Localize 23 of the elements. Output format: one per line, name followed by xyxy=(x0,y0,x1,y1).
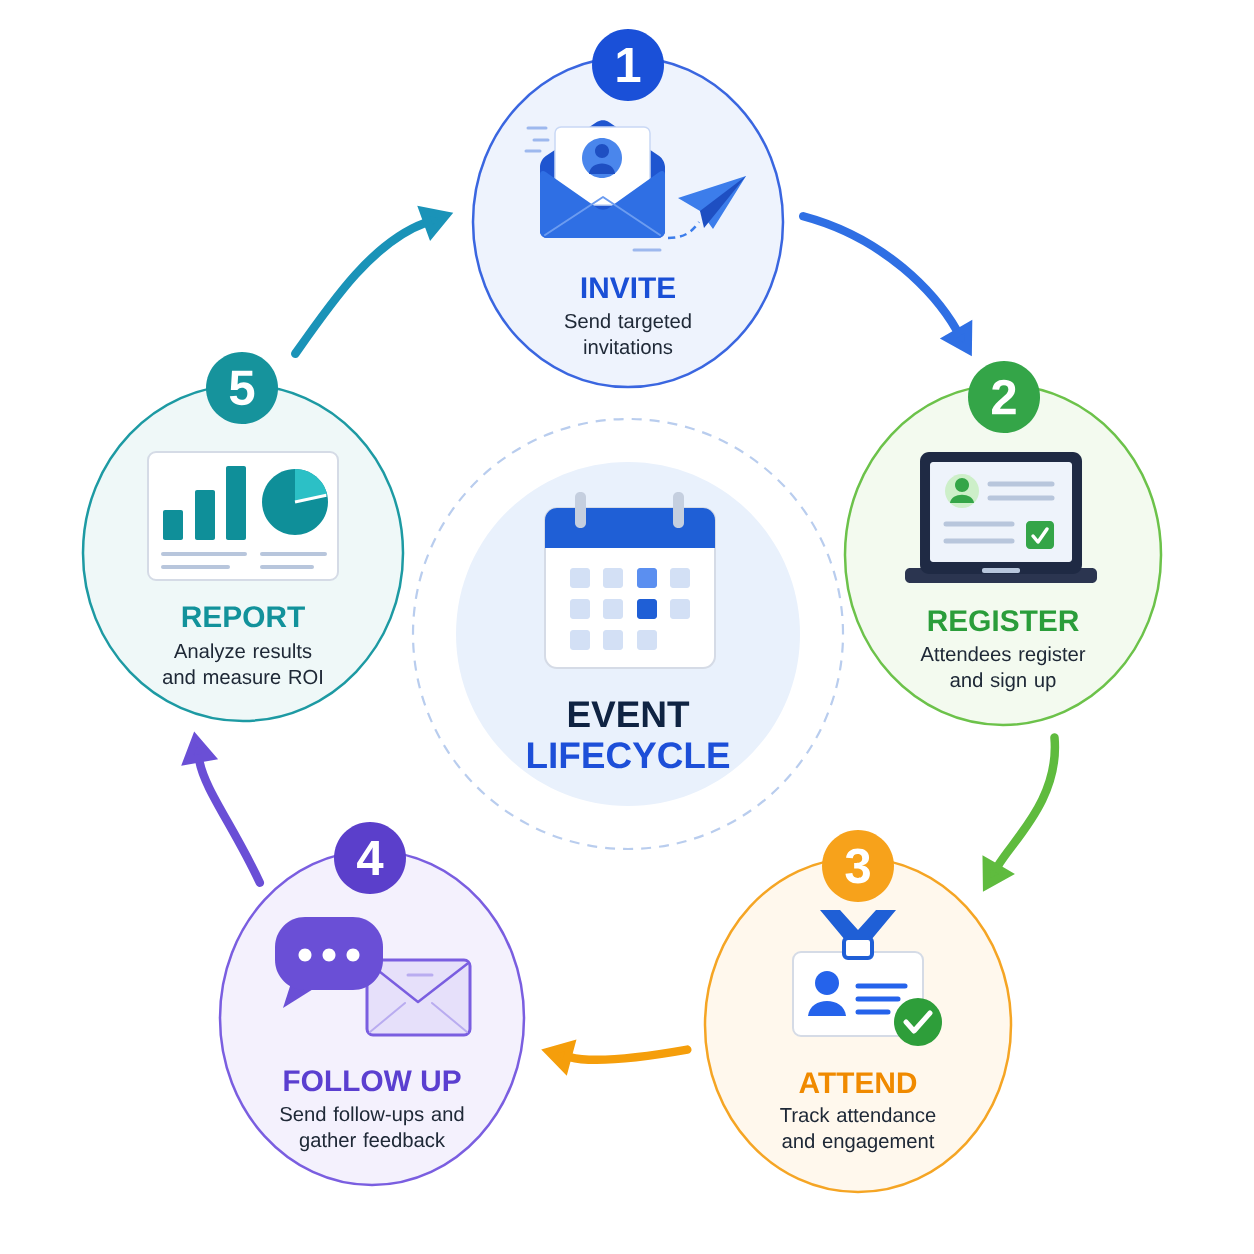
step-title: ATTEND xyxy=(799,1072,917,1093)
title-text: LIFECYCLE xyxy=(527,742,730,769)
step-circle xyxy=(471,29,785,389)
number-badge: 2 xyxy=(968,361,1040,433)
step-title: REGISTER xyxy=(928,610,1079,632)
number-badge: 1 xyxy=(592,29,664,101)
step-circle xyxy=(218,822,526,1187)
step-description: Send targeted invitations xyxy=(564,313,691,355)
center-circle xyxy=(456,462,800,806)
step-circle xyxy=(81,352,405,723)
step-title: INVITE xyxy=(581,277,675,298)
step-circle xyxy=(703,830,1013,1194)
step-description: Send follow-ups and gather feedback xyxy=(280,1106,464,1152)
step-description: Track attendance and engagement xyxy=(780,1107,936,1153)
number-badge: 4 xyxy=(334,822,406,894)
number-badge: 3 xyxy=(822,830,894,902)
step-circle xyxy=(843,361,1163,727)
number-badge: 5 xyxy=(206,352,278,424)
step-title: REPORT xyxy=(182,606,305,628)
step-title: FOLLOW UP xyxy=(284,1070,461,1092)
title-text: EVENT xyxy=(568,701,690,727)
step-description: Analyze results and measure ROI xyxy=(163,643,322,685)
step-description: Attendees register and sign up xyxy=(920,646,1086,692)
